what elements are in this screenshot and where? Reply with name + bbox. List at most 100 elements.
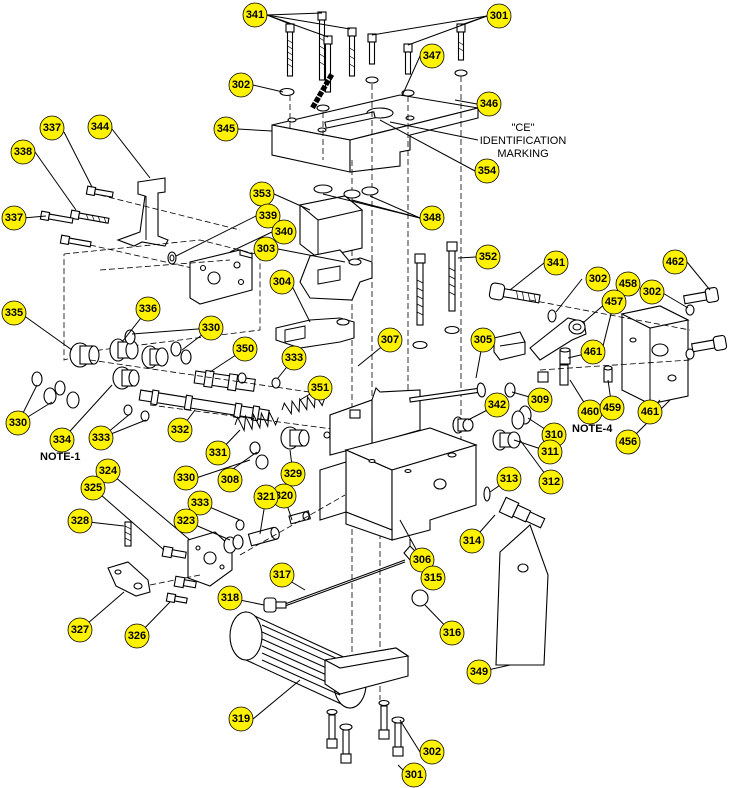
svg-text:326: 326 xyxy=(128,630,146,642)
svg-text:308: 308 xyxy=(221,474,239,486)
top-plate: ■■■■■■ xyxy=(271,71,479,173)
balloon-337-b: 337 xyxy=(1,205,27,231)
top-screws xyxy=(279,11,468,112)
svg-text:340: 340 xyxy=(275,226,293,238)
svg-text:320: 320 xyxy=(275,490,293,502)
svg-text:461: 461 xyxy=(641,406,659,418)
leader-lines xyxy=(17,12,711,776)
svg-text:459: 459 xyxy=(603,402,621,414)
svg-text:342: 342 xyxy=(488,399,506,411)
ce-line-1: "CE" xyxy=(511,122,534,134)
balloon-328: 328 xyxy=(67,508,93,534)
svg-text:317: 317 xyxy=(273,569,291,581)
frame-outline xyxy=(63,239,261,361)
ce-annotation: "CE" IDENTIFICATION MARKING xyxy=(389,121,567,160)
svg-text:334: 334 xyxy=(53,434,72,446)
balloon-337-a: 337 xyxy=(39,115,65,141)
balloon-318: 318 xyxy=(217,585,243,611)
lower-left-parts xyxy=(107,494,346,604)
balloon-354: 354 xyxy=(474,158,500,184)
balloon-305: 305 xyxy=(470,327,496,353)
svg-text:461: 461 xyxy=(584,346,602,358)
svg-text:346: 346 xyxy=(480,98,498,110)
svg-text:456: 456 xyxy=(619,436,637,448)
balloon-348: 348 xyxy=(419,205,445,231)
balloon-341-top: 341 xyxy=(242,2,268,28)
svg-text:327: 327 xyxy=(71,624,89,636)
note-4-label: NOTE-4 xyxy=(572,423,613,435)
svg-text:337: 337 xyxy=(5,212,23,224)
balloon-460: 460 xyxy=(577,399,603,425)
balloon-353: 353 xyxy=(249,181,275,207)
svg-text:330: 330 xyxy=(177,472,195,484)
balloon-330-b: 330 xyxy=(5,410,31,436)
ce-line-2: IDENTIFICATION xyxy=(480,135,567,147)
balloon-340: 340 xyxy=(271,219,297,245)
svg-text:341: 341 xyxy=(547,257,565,269)
balloon-313: 313 xyxy=(496,466,522,492)
balloon-333-c: 333 xyxy=(187,490,213,516)
svg-text:304: 304 xyxy=(273,276,292,288)
svg-text:330: 330 xyxy=(202,322,220,334)
right-components xyxy=(409,282,728,666)
balloon-458: 458 xyxy=(615,271,641,297)
svg-text:301: 301 xyxy=(405,769,423,781)
svg-text:323: 323 xyxy=(177,515,195,527)
balloon-338: 338 xyxy=(10,139,36,165)
balloon-309: 309 xyxy=(527,387,553,413)
balloon-315: 315 xyxy=(420,565,446,591)
balloon-320: 320 xyxy=(271,483,297,509)
svg-text:341: 341 xyxy=(246,9,264,21)
balloon-312: 312 xyxy=(538,469,564,495)
balloon-307: 307 xyxy=(377,327,403,353)
svg-text:333: 333 xyxy=(191,497,209,509)
svg-text:313: 313 xyxy=(500,473,518,485)
orings-348 xyxy=(313,184,379,199)
balloon-311: 311 xyxy=(537,439,563,465)
svg-text:303: 303 xyxy=(257,243,275,255)
part-304 xyxy=(275,317,355,349)
balloons: 341 301 302 347 346 345 354 337 344 338 … xyxy=(1,2,688,788)
svg-text:347: 347 xyxy=(423,50,441,62)
rod-317 xyxy=(263,539,429,613)
svg-text:336: 336 xyxy=(139,303,157,315)
main-body-306 xyxy=(319,386,478,541)
svg-text:321: 321 xyxy=(257,491,275,503)
svg-text:339: 339 xyxy=(259,210,277,222)
svg-text:332: 332 xyxy=(171,424,189,436)
svg-text:301: 301 xyxy=(490,10,508,22)
svg-text:319: 319 xyxy=(232,713,250,725)
svg-text:330: 330 xyxy=(9,417,27,429)
svg-text:306: 306 xyxy=(413,554,431,566)
balloon-326: 326 xyxy=(124,623,150,649)
svg-text:325: 325 xyxy=(84,482,102,494)
balloon-331: 331 xyxy=(205,440,231,466)
svg-text:333: 333 xyxy=(92,432,110,444)
svg-text:350: 350 xyxy=(236,343,254,355)
balloon-324: 324 xyxy=(95,458,121,484)
svg-text:348: 348 xyxy=(423,212,441,224)
svg-text:302: 302 xyxy=(423,746,441,758)
balloon-336: 336 xyxy=(135,296,161,322)
svg-text:338: 338 xyxy=(14,146,32,158)
block-353 xyxy=(298,195,364,259)
balloon-321: 321 xyxy=(253,484,279,510)
balloon-334: 334 xyxy=(49,427,75,453)
balloon-352: 352 xyxy=(475,244,501,270)
svg-text:460: 460 xyxy=(581,406,599,418)
svg-text:345: 345 xyxy=(217,123,235,135)
filter-319 xyxy=(229,611,410,709)
balloon-302-far-right: 302 xyxy=(639,279,665,305)
svg-text:337: 337 xyxy=(43,122,61,134)
balloon-317: 317 xyxy=(269,562,295,588)
svg-text:312: 312 xyxy=(542,476,560,488)
svg-text:314: 314 xyxy=(463,535,482,547)
balloon-332: 332 xyxy=(167,417,193,443)
balloon-333-a: 333 xyxy=(281,345,307,371)
svg-text:335: 335 xyxy=(5,307,23,319)
balloon-303: 303 xyxy=(253,236,279,262)
balloon-335: 335 xyxy=(1,300,27,326)
svg-text:324: 324 xyxy=(99,465,118,477)
balloon-459: 459 xyxy=(599,395,625,421)
